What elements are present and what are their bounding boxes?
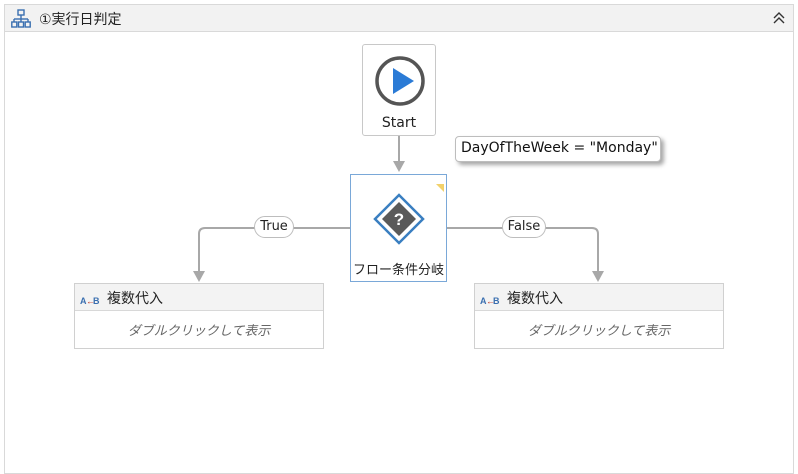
decision-question-icon: ? (373, 193, 425, 249)
assign-title: 複数代入 (107, 291, 163, 307)
svg-text:B: B (493, 296, 500, 306)
multiple-assign-true[interactable]: A ← B 複数代入 ダブルクリックして表示 (74, 283, 324, 349)
annotation-marker-icon (436, 177, 444, 196)
svg-text:←: ← (486, 296, 495, 306)
condition-annotation[interactable]: DayOfTheWeek = "Monday" (455, 136, 661, 162)
false-branch-label: False (502, 216, 546, 238)
decision-label: フロー条件分岐 (352, 263, 444, 278)
collapse-icon[interactable] (771, 10, 787, 26)
sequence-title: ①実行日判定 (39, 12, 122, 28)
svg-text:←: ← (86, 296, 95, 306)
start-play-icon (374, 55, 426, 111)
expand-hint: ダブルクリックして表示 (527, 324, 671, 339)
condition-text: DayOfTheWeek = "Monday" (461, 140, 658, 156)
svg-text:A: A (480, 296, 487, 306)
assign-icon: A ← B (80, 291, 100, 310)
sequence-header: ①実行日判定 (4, 4, 794, 32)
true-branch-label: True (254, 216, 294, 238)
flowchart-icon (11, 9, 31, 33)
assign-icon: A ← B (480, 291, 500, 310)
svg-text:B: B (93, 296, 100, 306)
svg-text:A: A (80, 296, 87, 306)
start-label: Start (381, 115, 417, 131)
assign-header: A ← B 複数代入 (475, 284, 723, 311)
assign-title: 複数代入 (507, 291, 563, 307)
assign-header: A ← B 複数代入 (75, 284, 323, 311)
start-node[interactable]: Start (362, 44, 436, 136)
multiple-assign-false[interactable]: A ← B 複数代入 ダブルクリックして表示 (474, 283, 724, 349)
flow-decision-node[interactable]: ? フロー条件分岐 (350, 174, 447, 282)
svg-text:?: ? (394, 210, 404, 229)
expand-hint: ダブルクリックして表示 (127, 324, 271, 339)
